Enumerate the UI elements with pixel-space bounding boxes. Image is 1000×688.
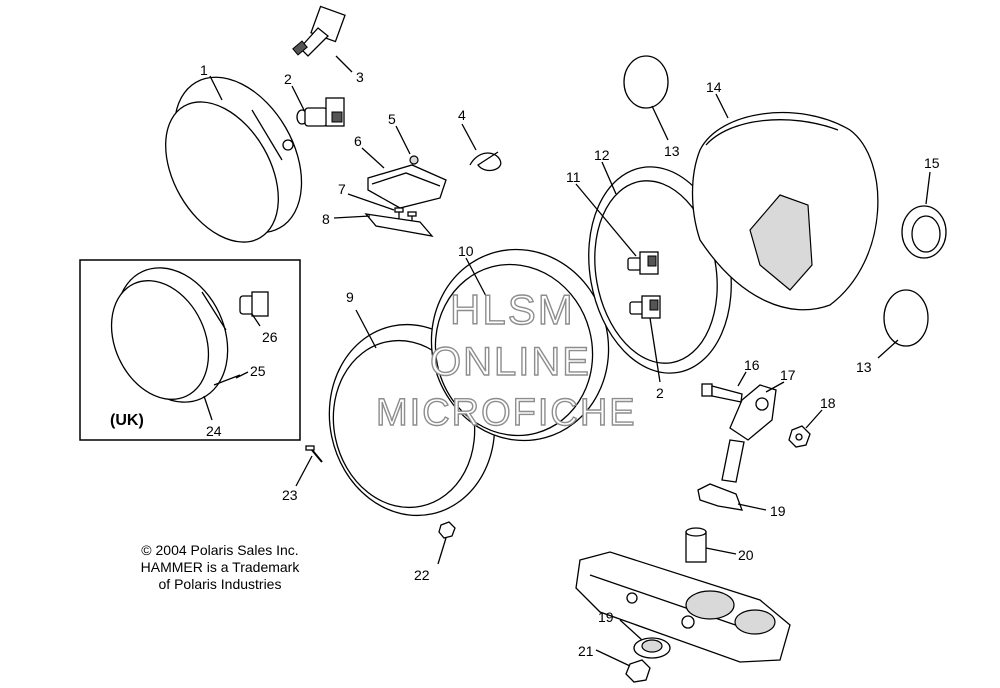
part-16-bolt <box>701 383 743 403</box>
callout-9: 9 <box>346 289 354 305</box>
callout-10: 10 <box>458 243 474 259</box>
callout-23: 23 <box>282 487 298 503</box>
callout-7: 7 <box>338 181 346 197</box>
callout-16: 16 <box>744 357 760 373</box>
callout-25: 25 <box>250 363 266 379</box>
callout-2-plate: 2 <box>656 385 664 401</box>
part-5-screw <box>409 155 419 165</box>
part-19-bushing-top <box>697 483 744 511</box>
part-10-housing <box>430 248 610 442</box>
callout-12: 12 <box>594 147 610 163</box>
callout-18: 18 <box>820 395 836 411</box>
part-26-uk-bulb <box>239 291 269 317</box>
callout-13-top: 13 <box>664 143 680 159</box>
callout-3: 3 <box>356 69 364 85</box>
callout-5: 5 <box>388 111 396 127</box>
part-17-mount-arm <box>721 384 777 483</box>
callout-26: 26 <box>262 329 278 345</box>
callout-11: 11 <box>566 169 581 185</box>
part-2-bulb-plate <box>629 295 661 319</box>
part-2-bulb-top <box>296 97 345 127</box>
copyright-line-1: © 2004 Polaris Sales Inc. <box>141 542 299 558</box>
uk-inset-label: (UK) <box>110 412 144 429</box>
callout-6: 6 <box>354 133 362 149</box>
callout-4: 4 <box>458 107 466 123</box>
copyright-line-2: HAMMER is a Trademark <box>140 559 300 575</box>
part-23-screw <box>305 445 323 463</box>
callout-14: 14 <box>706 79 722 95</box>
part-4-wire-clip <box>469 151 502 172</box>
callout-20: 20 <box>738 547 754 563</box>
part-25-uk-wire <box>213 374 241 386</box>
callout-19-top: 19 <box>770 503 786 519</box>
copyright-line-3: of Polaris Industries <box>158 576 282 592</box>
callout-13-bottom: 13 <box>856 359 872 375</box>
part-19-bushing-bottom <box>633 637 671 659</box>
part-22-nut <box>438 521 456 539</box>
callout-19-bottom: 19 <box>598 609 614 625</box>
part-14-shell <box>691 112 879 311</box>
callout-22: 22 <box>414 567 430 583</box>
part-6-bracket <box>367 164 447 209</box>
watermark-line-1: HLSM <box>449 285 575 333</box>
copyright-notice: © 2004 Polaris Sales Inc. HAMMER is a Tr… <box>120 542 320 593</box>
part-8-plate <box>364 213 434 237</box>
part-13-lens-bottom <box>883 289 929 347</box>
part-1-headlamp <box>165 76 303 243</box>
part-18-nut <box>788 425 811 448</box>
callout-8: 8 <box>322 211 330 227</box>
leader-lines <box>203 55 931 667</box>
uk-inset-box <box>79 259 301 441</box>
part-13-lens-top <box>623 55 669 109</box>
part-21-nut <box>625 659 651 683</box>
callout-17: 17 <box>780 367 796 383</box>
callout-21: 21 <box>578 643 594 659</box>
callouts: 1 2 3 4 5 6 7 8 9 10 11 12 13 14 15 13 1… <box>200 62 940 659</box>
part-3-bulb-connector <box>292 5 346 57</box>
watermark-line-2: ONLINE <box>429 339 591 384</box>
callout-1: 1 <box>200 62 208 78</box>
callout-2: 2 <box>284 71 292 87</box>
part-15-grommet <box>901 205 947 259</box>
part-20-spacer <box>685 527 707 563</box>
part-11-bulb <box>627 251 659 275</box>
callout-24: 24 <box>206 423 222 439</box>
base-bracket <box>575 551 791 663</box>
part-24-uk-headlamp <box>110 267 229 403</box>
callout-15: 15 <box>924 155 940 171</box>
watermark-line-3: MICROFICHE <box>375 391 637 434</box>
